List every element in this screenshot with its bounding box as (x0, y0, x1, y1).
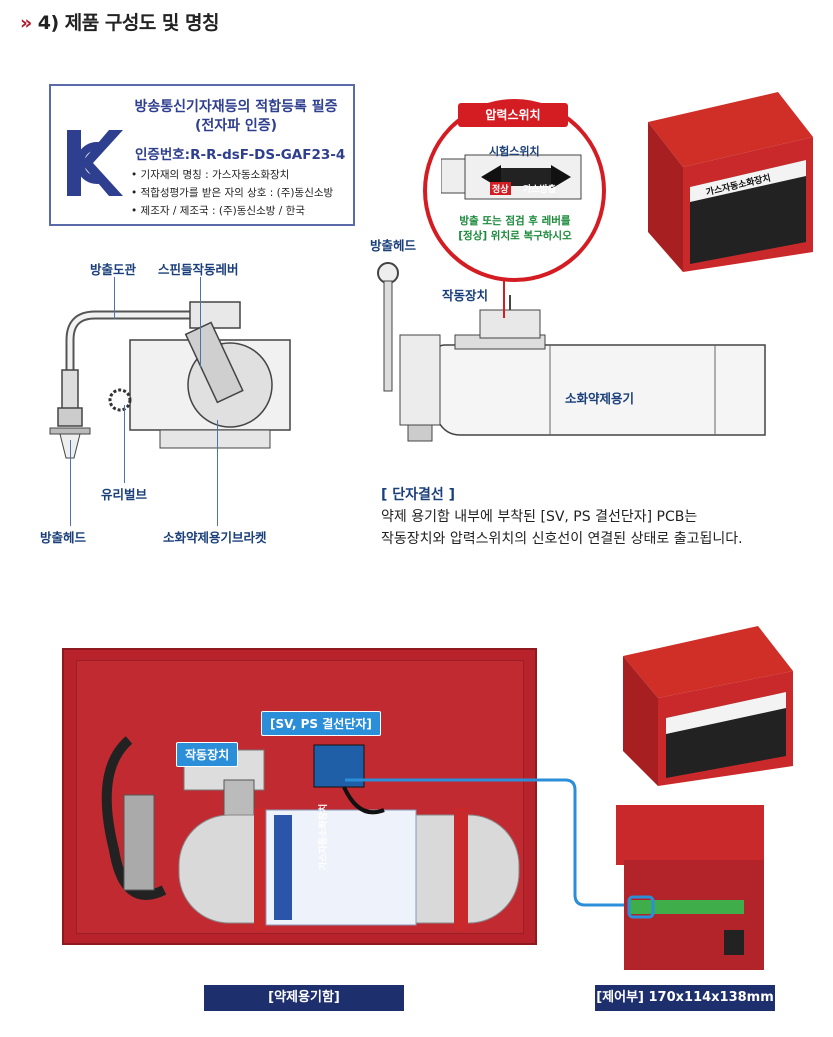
gas-release-label: 가스방출 (523, 185, 557, 195)
chevron-icon: » (20, 12, 32, 34)
terminal-heading: [ 단자결선 ] (381, 487, 456, 503)
restore-note-line2: [정상] 위치로 복구하시오 (458, 230, 572, 242)
connector-line (345, 778, 630, 907)
test-switch-diagram (441, 154, 582, 200)
kc-item: • 제조자 / 제조국 : (주)동신소방 / 한국 (131, 205, 305, 217)
test-switch-label: 시험스위치 (489, 145, 540, 158)
label-discharge-pipe: 방출도관 (90, 262, 137, 277)
leader-line (124, 405, 125, 483)
terminal-text-line1: 약제 용기함 내부에 부착된 [SV, PS 결선단자] PCB는 (381, 509, 698, 525)
tag-actuator: 작동장치 (176, 742, 239, 767)
restore-note-line1: 방출 또는 점검 후 레버를 (459, 215, 571, 227)
label-discharge-head-right: 방출헤드 (370, 238, 417, 253)
kc-item: • 적합성평가를 받은 자의 상호 : (주)동신소방 (131, 187, 334, 199)
section-title-text: 4) 제품 구성도 및 명칭 (37, 12, 220, 34)
callout-pointer (503, 268, 505, 318)
leader-line (70, 440, 71, 526)
right-device-diagram (377, 262, 766, 442)
kc-cert-number: 인증번호:R-R-dsF-DS-GAF23-4 (135, 147, 346, 163)
control-unit-image-top (648, 92, 813, 272)
leader-line (217, 420, 218, 526)
caption-control-unit: [제어부] 170x114x138mm (595, 985, 775, 1011)
control-unit-image-bottom (616, 805, 764, 970)
kc-item: • 기자재의 명칭 : 가스자동소화장치 (131, 169, 290, 181)
label-discharge-head-left: 방출헤드 (40, 530, 87, 545)
pressure-switch-tag: 압력스위치 (458, 103, 568, 127)
kc-title-line1: 방송통신기자재등의 적합등록 필증 (134, 99, 338, 115)
caption-cabinet: [약제용기함] 500x180x320mm (204, 985, 404, 1031)
cabinet-photo: 가스자동소화장치 (62, 648, 537, 945)
normal-label: 정상 (490, 182, 511, 195)
kc-title-line2: (전자파 인증) (194, 118, 278, 134)
label-actuator: 작동장치 (442, 288, 489, 303)
tag-sv-ps-terminal: [SV, PS 결선단자] (261, 711, 381, 736)
label-agent-container: 소화약제용기 (565, 391, 635, 406)
leader-line (200, 277, 201, 367)
label-spindle-lever: 스핀들작동레버 (158, 262, 239, 277)
kc-certificate-box: 방송통신기자재등의 적합등록 필증 (전자파 인증) 인증번호:R-R-dsF-… (49, 84, 355, 226)
left-device-diagram (49, 301, 291, 459)
section-title: »4) 제품 구성도 및 명칭 (20, 8, 220, 35)
label-container-bracket: 소화약제용기브라켓 (163, 530, 267, 545)
control-unit-image-middle (623, 626, 793, 786)
kc-logo-icon (67, 130, 123, 196)
pressure-switch-callout: 시험스위치 정상 가스방출 (423, 99, 606, 282)
leader-line (114, 277, 115, 319)
restore-note: 방출 또는 점검 후 레버를 [정상] 위치로 복구하시오 (430, 214, 600, 244)
label-glass-bulb: 유리벌브 (101, 487, 148, 502)
terminal-text-line2: 작동장치와 압력스위치의 신호선이 연결된 상태로 출고됩니다. (381, 531, 743, 547)
